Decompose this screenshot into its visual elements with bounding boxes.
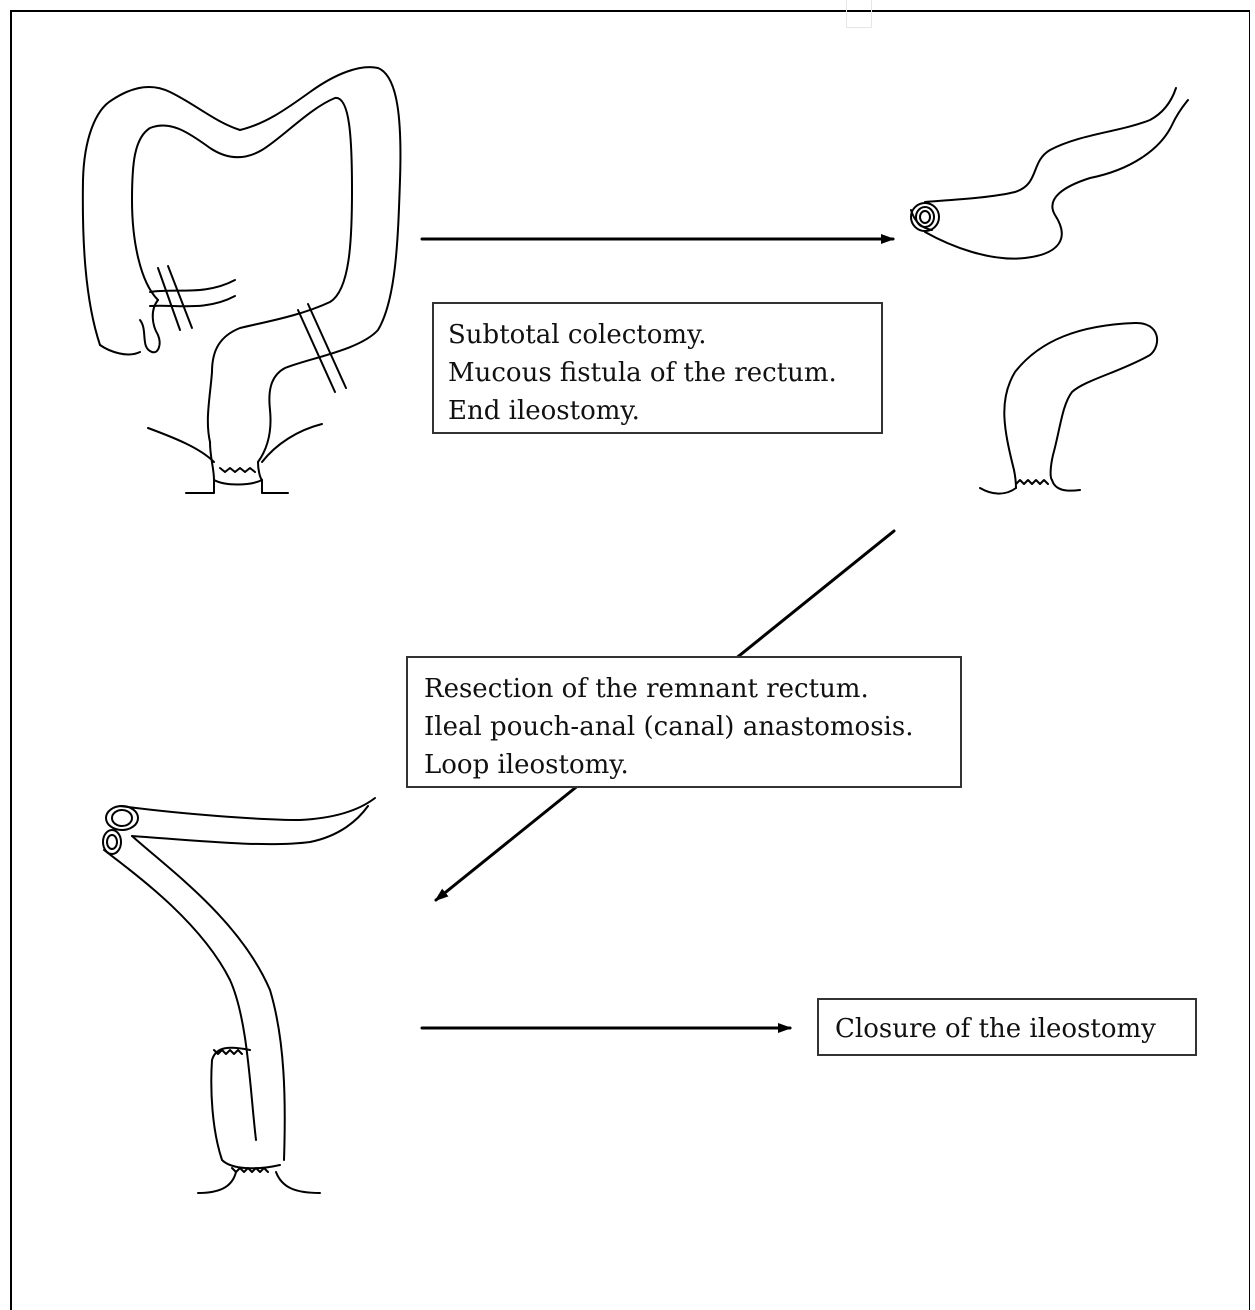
step-3-line-1: Closure of the ileostomy [835, 1010, 1179, 1048]
ileal-pouch-illustration [103, 798, 375, 1193]
colon-illustration [83, 67, 401, 493]
end-ileostomy-illustration [911, 88, 1188, 259]
step-2-label-box: Resection of the remnant rectum. Ileal p… [406, 656, 962, 788]
step-2-line-2: Ileal pouch-anal (canal) anastomosis. [424, 708, 944, 746]
step-2-line-3: Loop ileostomy. [424, 746, 944, 784]
step-2-line-1: Resection of the remnant rectum. [424, 670, 944, 708]
step-1-line-1: Subtotal colectomy. [448, 316, 867, 354]
step-1-line-2: Mucous fistula of the rectum. [448, 354, 867, 392]
step-3-label-box: Closure of the ileostomy [817, 998, 1197, 1056]
step-1-label-box: Subtotal colectomy. Mucous fistula of th… [432, 302, 883, 434]
step-1-line-3: End ileostomy. [448, 392, 867, 430]
rectal-stump-illustration [980, 323, 1157, 494]
